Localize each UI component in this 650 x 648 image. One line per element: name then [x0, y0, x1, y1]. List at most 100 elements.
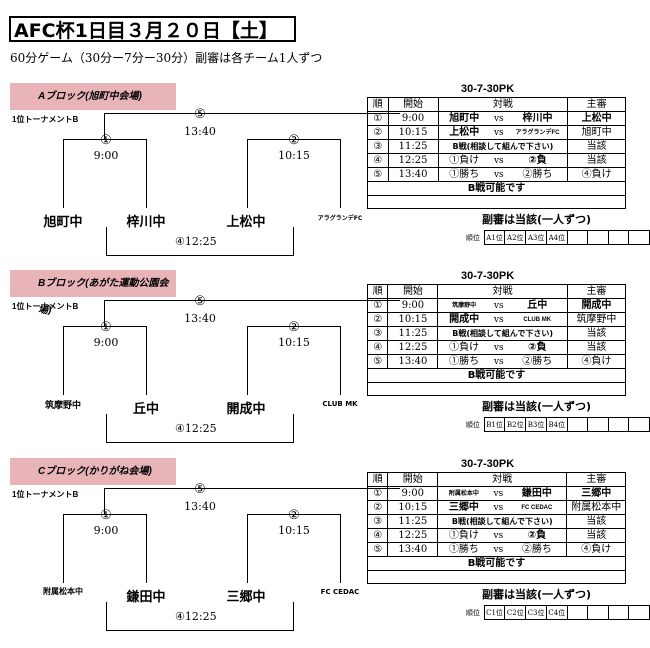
- row-away: 鎌田中: [507, 486, 568, 501]
- row-referee: ④負け: [566, 542, 626, 557]
- row-number: ④: [366, 528, 389, 543]
- rank-cell-empty: [607, 230, 630, 245]
- bracket-line: [106, 602, 107, 631]
- final-match-number: ⑤: [194, 107, 206, 122]
- row-away: 丘中: [507, 298, 568, 313]
- rank-cell: A2位: [504, 230, 527, 245]
- row-referee: 当該: [567, 139, 626, 154]
- bracket-line: [293, 602, 294, 631]
- rank-cell-empty: [566, 605, 589, 620]
- assistant-referee-note: 副審は当該(一人ずつ): [482, 213, 592, 226]
- row-away: 梓川中: [507, 111, 569, 126]
- rank-label: 順位: [465, 233, 480, 242]
- schedule-row: ⑤ 13:40 ①勝ち vs ②勝ち ④負け: [366, 542, 626, 557]
- rank-cell-empty: [566, 417, 589, 432]
- row-referee: 三郷中: [566, 486, 626, 501]
- row-time: 13:40: [387, 167, 439, 182]
- bracket-line: [106, 442, 294, 443]
- right-match-time: 10:15: [278, 336, 310, 349]
- row-home: 旭町中: [437, 111, 490, 126]
- right-match-number: ②: [288, 508, 300, 523]
- schedule-row: ① 9:00 筑摩野中 vs 丘中 開成中: [366, 298, 627, 313]
- row-referee: 当該: [566, 340, 627, 355]
- bracket-line: [340, 139, 341, 208]
- bracket-line: [247, 139, 341, 140]
- rank-cell-empty: [587, 417, 609, 432]
- rank-cell-empty: [628, 230, 650, 245]
- bracket-line: [247, 326, 341, 327]
- block-header: Aブロック(旭町中会場): [10, 83, 176, 110]
- rank-cell-empty: [607, 605, 630, 620]
- row-referee: ④負け: [566, 354, 627, 369]
- match-format: 30-7-30PK: [461, 270, 515, 282]
- bracket-line: [106, 630, 294, 631]
- row-referee: 開成中: [566, 298, 627, 313]
- rank-cell: A1位: [483, 230, 506, 245]
- team-2: 鎌田中: [126, 590, 166, 605]
- row-referee: 当該: [567, 153, 626, 168]
- bracket-line: [63, 326, 64, 395]
- team-1: 旭町中: [43, 215, 83, 230]
- schedule-header-row: 順 開始 対戦 主審: [367, 97, 626, 112]
- final-match-number: ⑤: [194, 294, 206, 309]
- row-time: 13:40: [387, 542, 439, 557]
- header-order: 順: [367, 97, 389, 112]
- assistant-referee-note: 副審は当該(一人ずつ): [482, 588, 592, 601]
- rank-cell: C4位: [545, 605, 568, 620]
- schedule-row: ④ 12:25 ①負け vs ②負 当該: [366, 528, 626, 543]
- left-match-time: 9:00: [93, 524, 119, 537]
- team-4: CLUB MK: [322, 400, 358, 408]
- row-time: 9:00: [387, 298, 439, 313]
- bracket-line: [63, 139, 64, 208]
- schedule-table: 順 開始 対戦 主審 ① 9:00 旭町中 vs 梓川中 上松中 ② 10:15…: [367, 97, 626, 209]
- rank-cell-empty: [587, 605, 609, 620]
- schedule-table: 順 開始 対戦 主審 ① 9:00 附属松本中 vs 鎌田中 三郷中 ② 10:…: [366, 472, 626, 584]
- rank-cell: C2位: [504, 605, 527, 620]
- bracket-line: [146, 139, 147, 208]
- schedule-empty-row: [367, 382, 626, 396]
- left-match-time: 9:00: [93, 336, 119, 349]
- schedule-row: ③ 11:25 B戦(相談して組んで下さい) 当該: [366, 326, 627, 341]
- team-1: 筑摩野中: [44, 401, 81, 411]
- block-a: Aブロック(旭町中会場) 1位トーナメントB ⑤ 13:40 ① 9:00 ② …: [0, 83, 650, 273]
- row-time: 12:25: [387, 340, 439, 355]
- b-game-note: B戦可能です: [367, 181, 626, 196]
- header-match: 対戦: [437, 472, 568, 487]
- rank-cell-empty: [566, 230, 589, 245]
- bracket-line: [104, 488, 400, 489]
- row-number: ②: [366, 312, 389, 327]
- bracket-line: [293, 414, 294, 443]
- row-away: ②負: [507, 340, 568, 355]
- row-number: ④: [366, 340, 389, 355]
- b-game-note: B戦可能です: [367, 556, 626, 571]
- header-start: 開始: [387, 97, 439, 112]
- schedule-row: ② 10:15 三郷中 vs FC CEDAC 附属松本中: [366, 500, 626, 515]
- row-number: ③: [366, 514, 389, 529]
- schedule-row: ③ 11:25 B戦(相談して組んで下さい) 当該: [366, 514, 626, 529]
- bracket-line: [63, 514, 64, 583]
- empty-cell: [367, 570, 626, 584]
- left-match-number: ①: [100, 320, 112, 335]
- header-match: 対戦: [437, 97, 569, 112]
- schedule-note-row: B戦可能です: [367, 181, 626, 196]
- third-match-time: ④12:25: [175, 610, 217, 623]
- left-match-time: 9:00: [93, 149, 119, 162]
- block-c: Cブロック(かりがね会場) 1位トーナメントB ⑤ 13:40 ① 9:00 ②…: [0, 458, 650, 648]
- bracket-line: [247, 514, 341, 515]
- rank-label: 順位: [465, 608, 480, 617]
- match-format: 30-7-30PK: [461, 458, 515, 470]
- row-number: ⑤: [367, 167, 389, 182]
- row-home: ①負け: [437, 153, 490, 168]
- row-vs: vs: [489, 153, 508, 168]
- bracket-line: [293, 227, 294, 256]
- row-referee: 上松中: [567, 111, 626, 126]
- row-vs: vs: [489, 167, 508, 182]
- final-match-time: 13:40: [184, 125, 216, 138]
- header-referee: 主審: [566, 472, 626, 487]
- row-away: ②勝ち: [507, 542, 568, 557]
- bracket-line: [247, 514, 248, 583]
- row-referee: 筑摩野中: [566, 312, 627, 327]
